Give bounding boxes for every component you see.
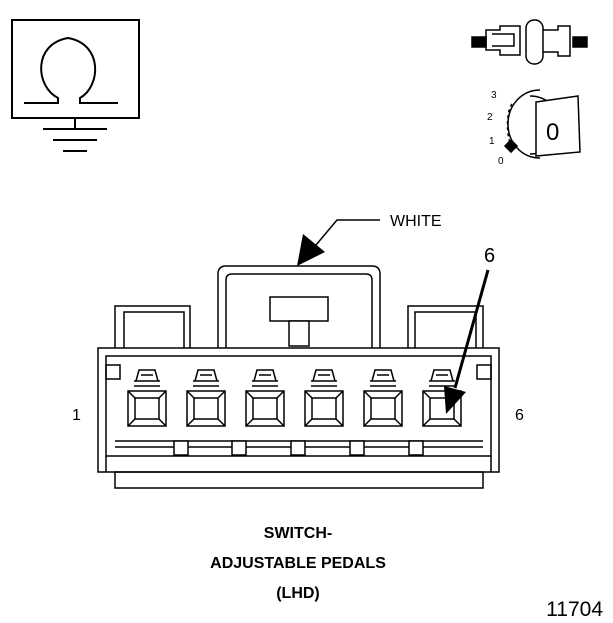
cavity-callout-label: 6 <box>484 245 495 267</box>
wire-color-label: WHITE <box>390 213 442 230</box>
cavity-5 <box>363 369 403 427</box>
caption-line-3: (LHD) <box>276 585 320 602</box>
figure-number: 11704 <box>546 598 603 621</box>
key-position-0: 0 <box>498 156 504 167</box>
connector-face <box>97 265 500 489</box>
cavity-3 <box>245 369 285 427</box>
ground-symbol-icon <box>11 19 140 152</box>
end-label-left: 1 <box>72 407 81 424</box>
cavity-6 <box>422 369 462 427</box>
cavity-2 <box>186 369 226 427</box>
key-position-3: 3 <box>491 90 497 101</box>
key-position-2: 2 <box>487 112 493 123</box>
cavity-callout: 6 <box>444 245 495 414</box>
end-label-right: 6 <box>515 407 524 424</box>
caption-line-1: SWITCH- <box>264 525 332 542</box>
cavity-1 <box>127 369 167 427</box>
key-symbol: 0 <box>546 119 559 146</box>
cavity-row <box>127 369 462 427</box>
color-callout: WHITE <box>297 213 442 266</box>
connector-side-icon <box>471 19 588 65</box>
cavity-4 <box>304 369 344 427</box>
key-position-icon: 3 2 1 0 0 <box>487 89 581 167</box>
key-position-1: 1 <box>489 136 495 147</box>
caption-line-2: ADJUSTABLE PEDALS <box>210 555 386 572</box>
